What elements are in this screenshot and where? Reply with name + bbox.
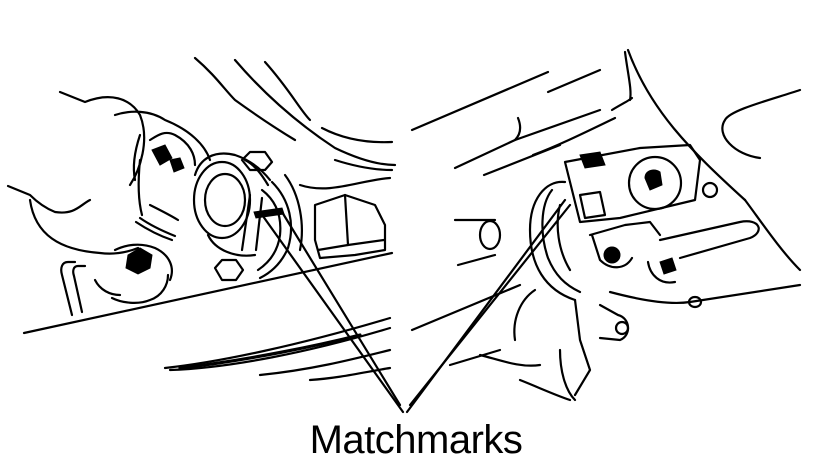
matchmarks-label: Matchmarks xyxy=(309,418,523,462)
matchmark-leader-lines xyxy=(258,198,572,414)
right-view-drawing xyxy=(410,48,802,402)
left-view-drawing xyxy=(6,56,397,382)
